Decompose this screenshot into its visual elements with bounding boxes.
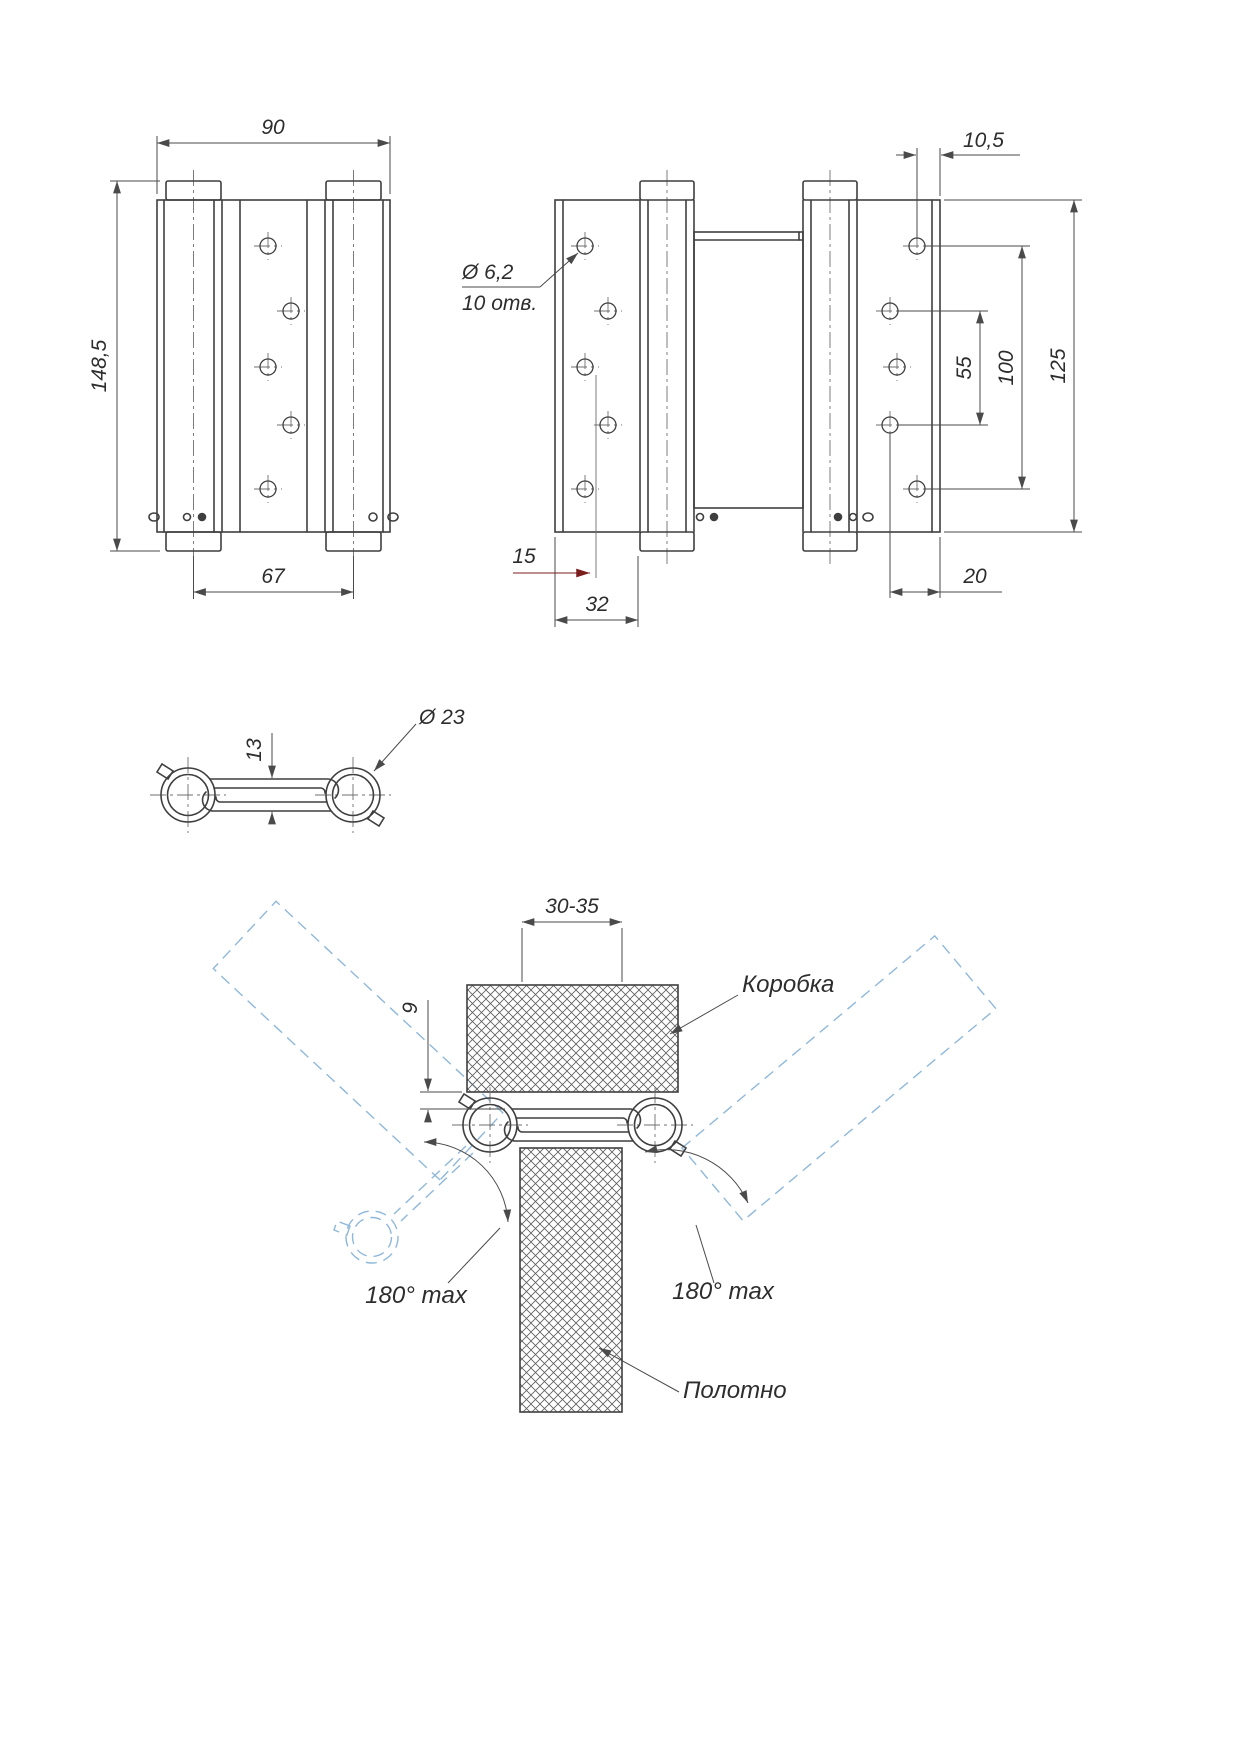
barrel-section-view: 13 Ø 23 [149,706,465,834]
dim-hole-span-inner: 55 [953,356,976,380]
section-view-dimensions: 13 Ø 23 [243,706,465,825]
callout-hole-count: 10 отв. [462,292,537,315]
side-view-centerlines [666,170,831,566]
dim-barrel-spacing: 67 [261,565,286,588]
dim-overall-height: 148,5 [88,339,111,392]
side-view-screw-holes [570,231,932,504]
dim-overall-width: 90 [261,116,285,139]
side-view-dimensions: 10,5 Ø 6,2 10 отв. 55 100 125 [461,129,1082,627]
front-view-body [148,180,399,552]
installation-view: 30-35 9 Коробка Полотно 180° max 180° ma… [212,895,997,1413]
dim-plate-offset: 13 [243,738,266,762]
front-view-centerlines [193,170,354,566]
front-view-dimensions: 90 148,5 67 [88,116,391,599]
label-swing-left: 180° max [365,1282,468,1309]
swing-arcs [423,1138,749,1284]
label-door-frame: Коробка [742,971,834,998]
dim-leaf-hole-offset-1: 15 [512,545,536,568]
dim-hole-span-outer: 100 [995,350,1018,385]
side-view: 10,5 Ø 6,2 10 отв. 55 100 125 [461,129,1082,627]
label-swing-right: 180° max [672,1278,775,1305]
dim-edge-offset-bottom: 20 [962,565,987,588]
door-frame-block [466,984,679,1093]
dim-barrel-diameter: Ø 23 [418,706,465,729]
dim-hinge-inset: 9 [399,1002,422,1014]
installation-labels: Коробка Полотно 180° max 180° max [365,971,834,1404]
hinge-top-view [149,756,392,834]
side-view-body [554,180,941,552]
installation-dimensions: 30-35 9 [399,895,623,1123]
dim-plate-height: 125 [1047,348,1070,383]
dim-frame-gap: 30-35 [545,895,599,918]
door-leaf-block [519,1147,623,1413]
front-view-screw-holes [253,231,306,504]
callout-hole-diameter: Ø 6,2 [461,261,514,284]
dim-leaf-hole-offset-2: 32 [585,593,609,616]
label-door-leaf: Полотно [683,1377,787,1404]
dim-edge-offset-top: 10,5 [963,129,1004,152]
front-view: 90 148,5 67 [88,116,399,599]
